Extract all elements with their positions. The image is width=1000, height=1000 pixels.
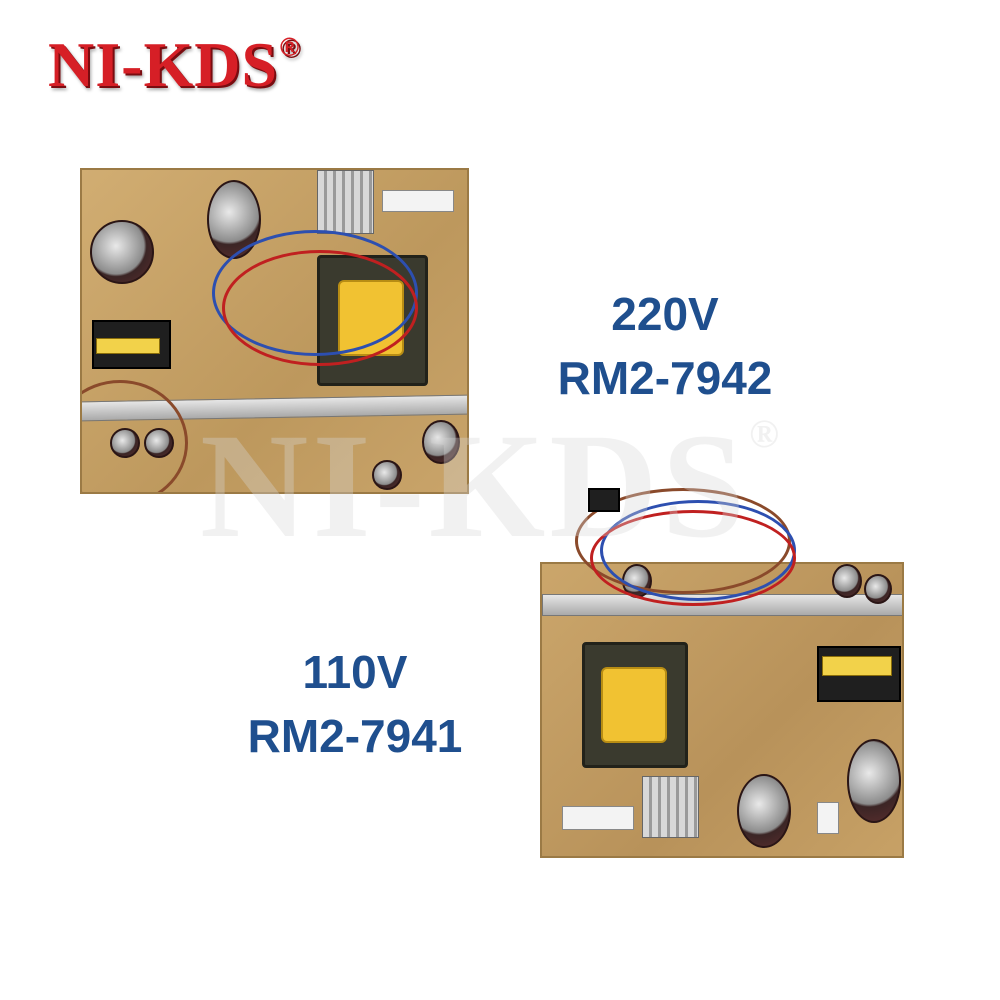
product-label-220v: 220V RM2-7942 xyxy=(540,282,790,410)
label-sticker xyxy=(382,190,454,212)
brand-name: NI-KDS xyxy=(48,29,279,100)
wire-bundle xyxy=(590,510,796,606)
heatsink xyxy=(317,170,374,234)
wire-bundle xyxy=(222,250,418,366)
capacitor xyxy=(847,739,901,823)
capacitor xyxy=(422,420,460,464)
transformer xyxy=(582,642,688,768)
capacitor xyxy=(864,574,892,604)
capacitor xyxy=(372,460,402,490)
transformer-label xyxy=(822,656,892,676)
voltage-label: 110V xyxy=(302,646,408,698)
part-number-label: RM2-7941 xyxy=(247,710,463,762)
watermark-mark: ® xyxy=(749,411,783,456)
wire-bundle xyxy=(82,380,188,492)
label-sticker xyxy=(562,806,634,830)
capacitor xyxy=(90,220,154,284)
registered-mark: ® xyxy=(280,32,301,62)
connector xyxy=(817,802,839,834)
heatsink xyxy=(642,776,699,838)
transformer-label xyxy=(96,338,160,354)
product-label-110v: 110V RM2-7941 xyxy=(215,640,495,768)
capacitor xyxy=(207,180,261,259)
wire-connector xyxy=(588,488,620,512)
voltage-label: 220V xyxy=(611,288,719,340)
capacitor xyxy=(832,564,862,598)
transformer-coil xyxy=(601,667,667,743)
power-board-110v-image xyxy=(540,562,904,858)
part-number-label: RM2-7942 xyxy=(557,352,773,404)
power-board-220v-image xyxy=(80,168,469,494)
brand-logo: NI-KDS® xyxy=(48,28,300,102)
capacitor xyxy=(737,774,791,848)
